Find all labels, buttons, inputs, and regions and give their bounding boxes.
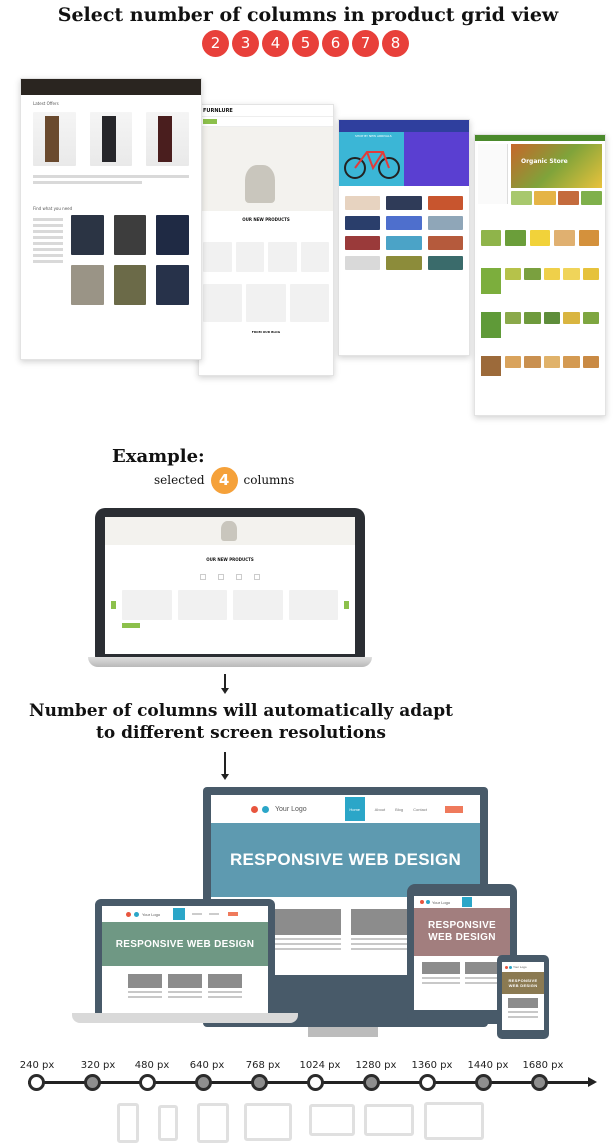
tablet-icon [197, 1103, 229, 1143]
arrow-line [224, 752, 226, 774]
desktop-logo-text: Your Logo [275, 805, 307, 813]
resolution-dot [307, 1074, 324, 1091]
resolution-label: 768 px [245, 1060, 281, 1071]
phone-logo-text: Your Logo [513, 965, 527, 969]
column-options: 2 3 4 5 6 7 8 [202, 30, 414, 57]
organic-store-banner-title: Organic Store [521, 158, 568, 165]
page-title: Select number of columns in product grid… [57, 4, 559, 26]
resolution-dot [195, 1074, 212, 1091]
arrow-down-icon [221, 688, 229, 694]
adapt-caption-line1: Number of columns will automatically ada… [29, 701, 453, 721]
tablet-rwd-title-line1: RESPONSIVE [427, 920, 497, 931]
resolution-dot [84, 1074, 101, 1091]
arrow-down-icon [221, 774, 229, 780]
resolution-dot [475, 1074, 492, 1091]
monitor-stand [308, 1027, 378, 1037]
clothing-filter-title: Find what you need [33, 206, 73, 211]
responsive-laptop-base [72, 1013, 298, 1023]
laptop-logo-text: Your Logo [142, 911, 161, 917]
resolution-labels: 240 px 320 px 480 px 640 px 768 px 1024 … [0, 1060, 616, 1074]
phone-icon [117, 1103, 139, 1143]
desktop-nav-blog[interactable]: Blog [395, 806, 404, 812]
screenshot-grocery-store: Organic Store [474, 134, 606, 416]
laptop-base [88, 657, 372, 667]
resolution-dot [531, 1074, 548, 1091]
column-option-8[interactable]: 8 [382, 30, 409, 57]
screenshot-shoe-store: SHOP BY NEW ARRIVALS [338, 119, 470, 356]
desktop-nav-about[interactable]: About [374, 806, 386, 812]
tablet-logo-text: Your Logo [432, 899, 451, 905]
furniture-blog-title: FROM OUR BLOG [251, 330, 281, 334]
resolution-label: 1440 px [467, 1060, 509, 1071]
tablet-landscape-icon [244, 1103, 292, 1141]
laptop-screen: OUR NEW PRODUCTS [105, 517, 355, 654]
phone-device: Your Logo RESPONSIVE WEB DESIGN [497, 955, 549, 1039]
laptop-rwd-title: RESPONSIVE WEB DESIGN [115, 938, 255, 950]
timeline-arrow-icon [588, 1077, 597, 1087]
resolution-label: 480 px [134, 1060, 170, 1071]
phone-rwd-title-line1: RESPONSIVE [508, 978, 538, 983]
column-option-6[interactable]: 6 [322, 30, 349, 57]
laptop-icon [364, 1104, 414, 1136]
example-laptop: OUR NEW PRODUCTS [95, 508, 365, 658]
resolution-label: 240 px [19, 1060, 55, 1071]
screenshot-clothing-store: Latest Offers Find what you need [20, 78, 202, 360]
column-option-4[interactable]: 4 [262, 30, 289, 57]
clothing-section-title: Latest Offers [33, 101, 59, 106]
desktop-rwd-title: RESPONSIVE WEB DESIGN [229, 850, 462, 869]
resolution-label: 640 px [189, 1060, 225, 1071]
resolution-label: 1024 px [299, 1060, 341, 1071]
laptop-section-title: OUR NEW PRODUCTS [206, 557, 254, 562]
resolution-label: 320 px [80, 1060, 116, 1071]
resolution-label: 1680 px [522, 1060, 564, 1071]
column-option-5[interactable]: 5 [292, 30, 319, 57]
column-option-3[interactable]: 3 [232, 30, 259, 57]
resolution-label: 1280 px [355, 1060, 397, 1071]
adapt-caption-line2: to different screen resolutions [96, 723, 386, 743]
resolution-label: 1360 px [411, 1060, 453, 1071]
column-option-2[interactable]: 2 [202, 30, 229, 57]
screenshot-furniture-store: FURNLURE OUR NEW PRODUCTS FROM OUR BLOG [198, 104, 334, 376]
selected-column-badge: 4 [210, 466, 238, 494]
desktop-cta-button[interactable] [444, 805, 463, 813]
resolution-dot [251, 1074, 268, 1091]
resolution-dot [28, 1074, 45, 1091]
desktop-nav-contact[interactable]: Contact [413, 806, 427, 812]
tablet-rwd-title-line2: WEB DESIGN [428, 932, 496, 943]
example-label: Example: [112, 446, 205, 467]
furniture-section-title: OUR NEW PRODUCTS [242, 217, 290, 222]
selected-prefix: selected [154, 473, 205, 487]
phone-icon [158, 1105, 178, 1141]
arrow-line [224, 674, 226, 688]
resolution-dot [363, 1074, 380, 1091]
bicycle-icon [344, 151, 400, 179]
furniture-logo: FURNLURE [203, 107, 233, 114]
selected-columns-row: selected 4 columns [154, 466, 294, 494]
resolution-dot [419, 1074, 436, 1091]
adapt-caption: Number of columns will automatically ada… [0, 700, 482, 744]
column-option-7[interactable]: 7 [352, 30, 379, 57]
shoe-store-banner-title: SHOP BY NEW ARRIVALS [355, 134, 392, 138]
responsive-laptop: Your Logo RESPONSIVE WEB DESIGN [95, 899, 275, 1019]
selected-suffix: columns [243, 473, 295, 487]
phone-rwd-title-line2: WEB DESIGN [508, 983, 538, 988]
resolution-dot [139, 1074, 156, 1091]
desktop-nav-home[interactable]: Home [349, 806, 360, 812]
monitor-icon [424, 1102, 484, 1140]
laptop-icon [309, 1104, 355, 1136]
